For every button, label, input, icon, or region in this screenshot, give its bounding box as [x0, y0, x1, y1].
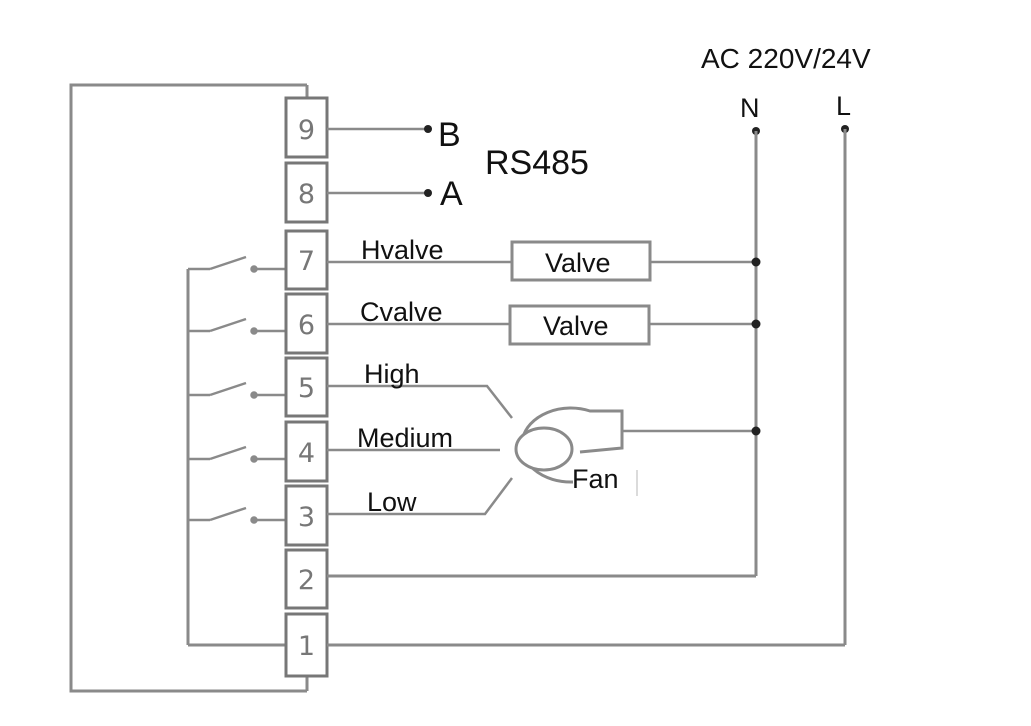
terminal-label-6: 6 — [298, 310, 315, 341]
relay-switch-5 — [188, 381, 286, 399]
rs485-b-dot — [424, 125, 432, 133]
terminal-label-7: 7 — [298, 246, 315, 277]
valve-2-box — [508, 304, 651, 346]
terminal-label-1: 1 — [298, 631, 315, 662]
terminal-9: 9 — [284, 96, 329, 159]
enclosure-loop-wire — [69, 83, 307, 693]
rs485-a-dot — [424, 189, 432, 197]
terminal-label-5: 5 — [298, 373, 315, 404]
relay-switch-6 — [188, 317, 286, 335]
terminal-label-2: 2 — [298, 565, 315, 596]
rs485-b-label: B — [438, 116, 461, 154]
valve-1-box — [510, 240, 652, 282]
supply-title: AC 220V/24V — [701, 43, 871, 74]
fan-high-label: High — [364, 359, 420, 389]
terminal-label-3: 3 — [298, 502, 315, 533]
valve-2-label: Valve — [543, 311, 609, 341]
rs485-label: RS485 — [485, 144, 589, 182]
terminal-label-4: 4 — [298, 438, 315, 469]
fan-rotor — [514, 426, 574, 472]
terminal-1: 1 — [284, 612, 329, 678]
relay-switches — [188, 255, 286, 524]
valve-1-label: Valve — [545, 248, 611, 278]
terminal-2: 2 — [284, 548, 329, 610]
supply-neutral-label: N — [740, 93, 760, 123]
terminal-8: 8 — [284, 161, 329, 224]
rs485-a-label: A — [440, 175, 463, 213]
cvalve-label: Cvalve — [360, 297, 443, 327]
terminal-block: 9 8 7 6 5 4 3 2 — [284, 96, 329, 678]
valve-1-junction-dot — [751, 257, 761, 267]
terminal-label-8: 8 — [298, 179, 315, 210]
fan-label: Fan — [572, 464, 619, 494]
valve-2-junction-dot — [751, 319, 761, 329]
fan-low-wire — [327, 477, 513, 516]
supply-live-label: L — [836, 91, 851, 121]
hvalve-label: Hvalve — [361, 235, 444, 265]
fan-high-wire — [327, 384, 513, 419]
fan-medium-label: Medium — [357, 423, 453, 453]
terminal-4: 4 — [284, 420, 329, 483]
relay-switch-4 — [188, 445, 286, 463]
fan-junction-dot — [751, 426, 761, 436]
terminal-3: 3 — [284, 484, 329, 547]
terminal-5: 5 — [284, 356, 329, 418]
terminal-6: 6 — [284, 292, 329, 355]
relay-switch-7 — [188, 255, 286, 273]
terminal-7: 7 — [284, 229, 329, 291]
fan-low-label: Low — [367, 487, 417, 517]
terminal-label-9: 9 — [298, 115, 315, 146]
relay-switch-3 — [188, 506, 286, 524]
